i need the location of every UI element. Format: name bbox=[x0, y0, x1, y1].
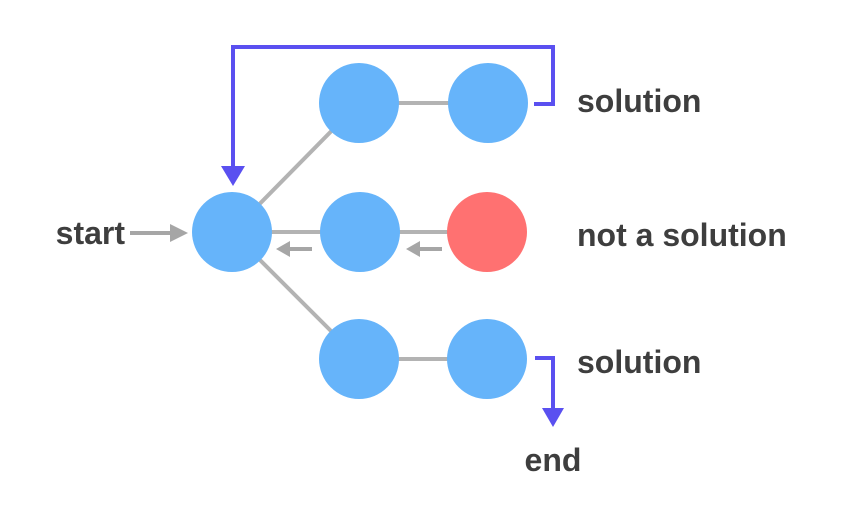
node-middle bbox=[320, 192, 400, 272]
loop-back-path bbox=[221, 45, 555, 186]
label-end: end bbox=[524, 442, 582, 478]
start-arrow bbox=[130, 224, 188, 242]
backtrack-arrowhead-2-icon bbox=[406, 241, 420, 257]
node-bottom-solution bbox=[447, 319, 527, 399]
node-not-a-solution bbox=[447, 192, 527, 272]
start-arrowhead-icon bbox=[170, 224, 188, 242]
backtrack-arrow-2 bbox=[406, 241, 442, 257]
loop-back-line bbox=[231, 45, 555, 168]
label-start: start bbox=[55, 215, 125, 251]
node-start bbox=[192, 192, 272, 272]
node-top-left bbox=[319, 63, 399, 143]
end-path bbox=[535, 356, 564, 427]
backtrack-arrowhead-1-icon bbox=[276, 241, 290, 257]
end-path-line bbox=[535, 356, 555, 410]
backtrack-arrow-1 bbox=[276, 241, 312, 257]
end-arrowhead-icon bbox=[542, 408, 564, 427]
label-solution-bottom: solution bbox=[577, 344, 702, 380]
node-top-solution bbox=[448, 63, 528, 143]
label-not-a-solution: not a solution bbox=[577, 217, 787, 253]
node-bottom-left bbox=[319, 319, 399, 399]
loop-back-arrowhead-icon bbox=[221, 166, 245, 186]
label-solution-top: solution bbox=[577, 83, 702, 119]
